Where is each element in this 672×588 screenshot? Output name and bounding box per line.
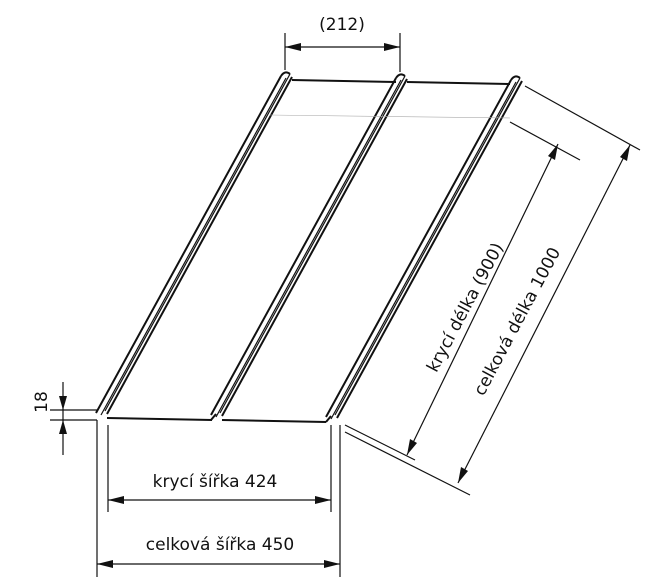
bottom-edge (210, 413, 217, 421)
top-edge (406, 81, 511, 85)
dimension-rib-spacing: (212) (284, 15, 401, 72)
rib-2 (210, 73, 408, 419)
top-edge (291, 79, 397, 83)
dimension-height: 18 (32, 382, 97, 455)
dimension-total-width: celková šířka 450 (96, 420, 341, 577)
cover-width-label: krycí šířka 424 (153, 472, 278, 492)
dimension-cover-width: krycí šířka 424 (107, 425, 332, 512)
sheet-profile (95, 71, 523, 423)
dimension-total-length: celková délka 1000 (344, 85, 641, 496)
bottom-edge (221, 419, 327, 423)
rib-1 (95, 71, 293, 417)
height-label: 18 (32, 391, 52, 413)
bottom-edge (325, 415, 332, 423)
overlap-line (269, 114, 511, 119)
bottom-edge (106, 417, 213, 421)
total-width-label: celková šířka 450 (146, 535, 294, 555)
rib-spacing-label: (212) (319, 15, 365, 35)
